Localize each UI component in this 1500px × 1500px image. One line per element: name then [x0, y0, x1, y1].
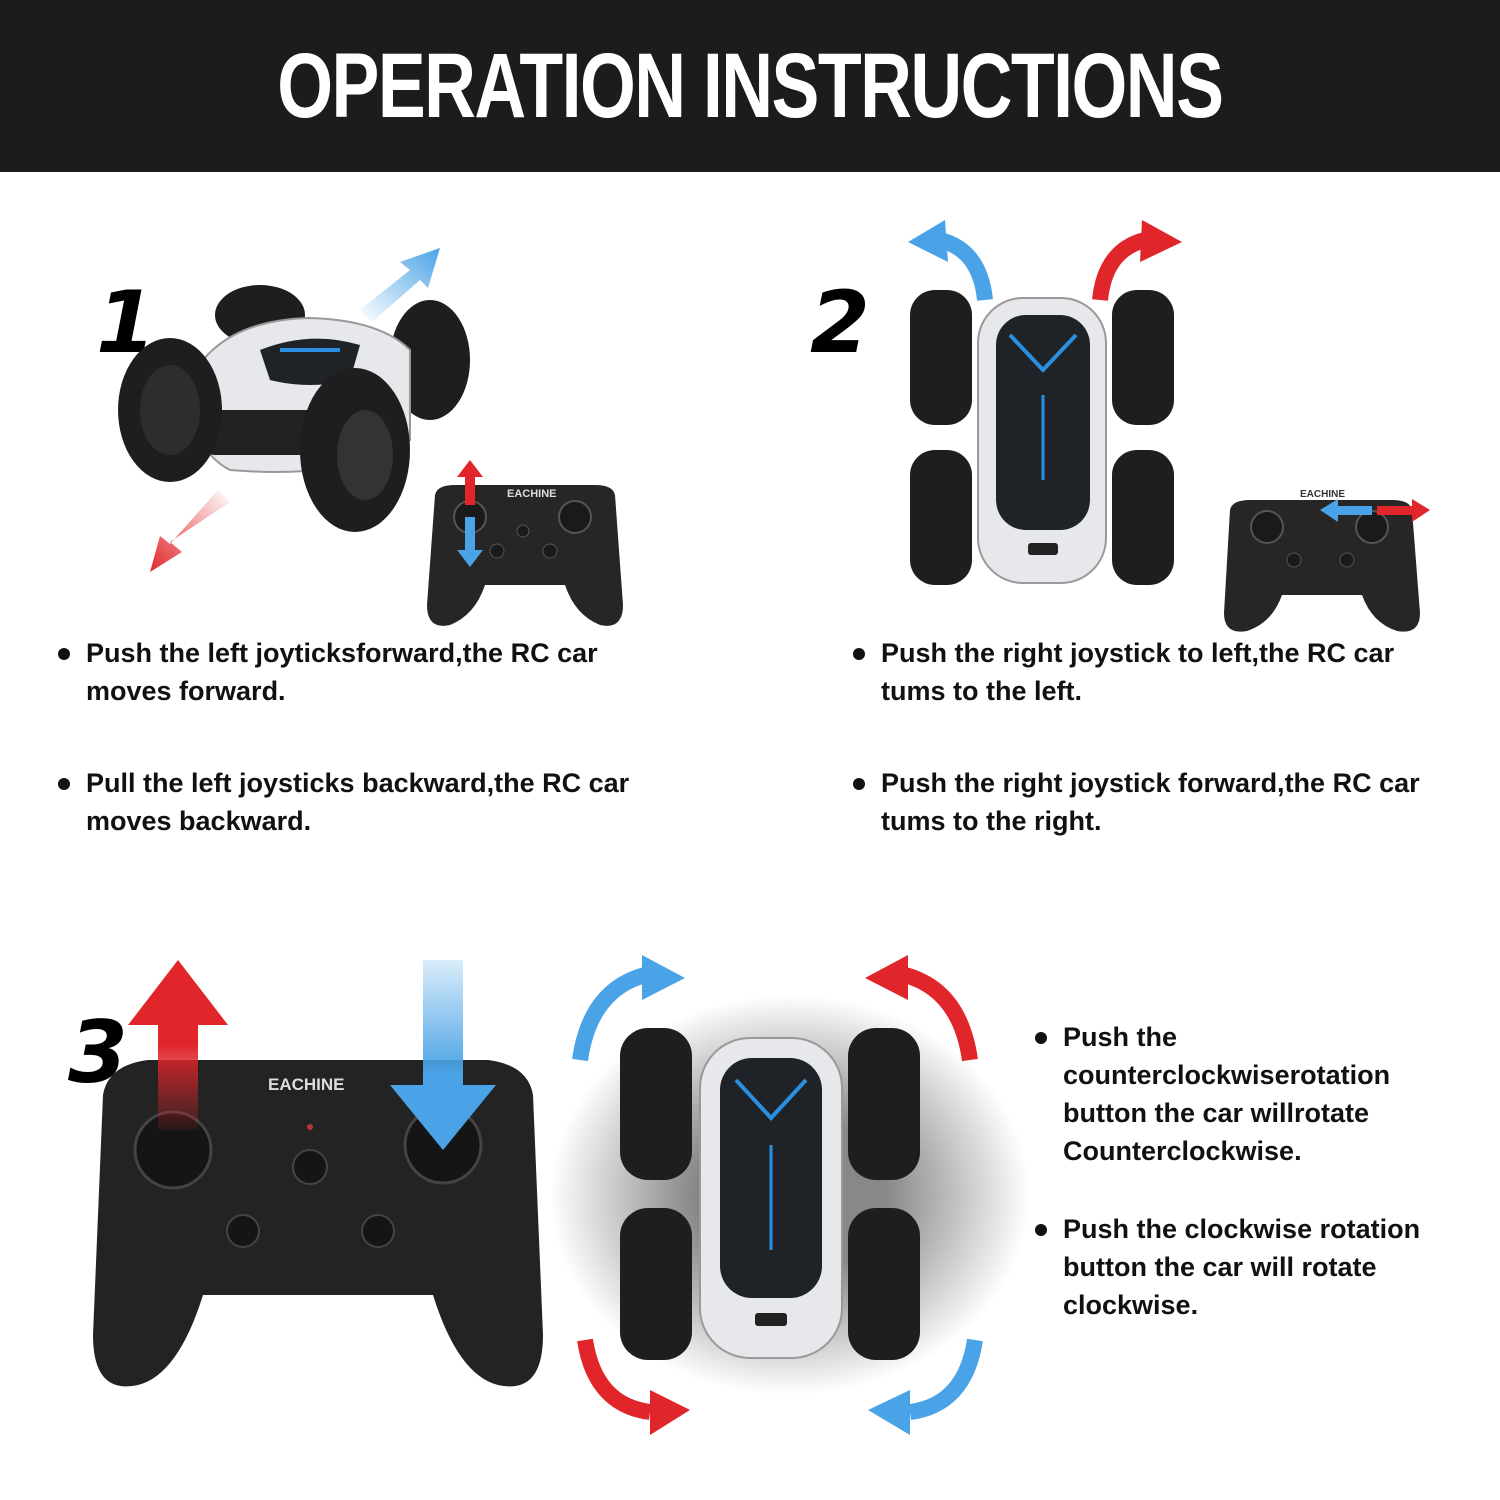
controller-logo: EACHINE: [268, 1075, 345, 1094]
turn-left-arrow-icon: [908, 220, 993, 302]
big-up-arrow-icon: [128, 960, 228, 1130]
list-item: Pull the left joysticks backward,the RC …: [58, 764, 658, 840]
page-title: OPERATION INSTRUCTIONS: [277, 34, 1224, 137]
controller-logo: EACHINE: [1300, 489, 1345, 500]
list-item: Push the right joystick forward,the RC c…: [853, 764, 1443, 840]
step-3-car-image: [550, 955, 1030, 1435]
step-3-instructions: Push the counterclockwiserotation button…: [1035, 1018, 1475, 1324]
step-3-controller-image: EACHINE: [93, 960, 543, 1387]
rotate-cw-arrow-icon: [577, 955, 978, 1435]
step-2-car-image: [908, 220, 1182, 585]
big-down-arrow-icon: [390, 960, 496, 1150]
backward-arrow-icon: [150, 490, 230, 572]
forward-arrow-icon: [360, 248, 440, 322]
list-item: Push the right joystick to left,the RC c…: [853, 634, 1443, 710]
rotate-ccw-arrow-icon: [572, 955, 983, 1435]
rc-car-perspective: [118, 285, 470, 532]
header-banner: OPERATION INSTRUCTIONS: [0, 0, 1500, 172]
list-item: Push the clockwise rotation button the c…: [1035, 1210, 1475, 1324]
list-item: Push the counterclockwiserotation button…: [1035, 1018, 1475, 1170]
step-2-number: 2: [810, 273, 870, 373]
step-1-instructions: Push the left joyticksforward,the RC car…: [58, 634, 658, 840]
step-2-instructions: Push the right joystick to left,the RC c…: [853, 634, 1443, 840]
left-right-arrow-icon: [1320, 499, 1430, 522]
controller-logo: EACHINE: [507, 488, 557, 500]
step-1-car-image: [118, 248, 470, 572]
up-down-arrow-icon: [457, 460, 483, 567]
list-item: Push the left joyticksforward,the RC car…: [58, 634, 658, 710]
step-1-controller-image: EACHINE: [427, 460, 623, 626]
step-2-controller-image: EACHINE: [1224, 489, 1430, 632]
turn-right-arrow-icon: [1092, 220, 1182, 302]
